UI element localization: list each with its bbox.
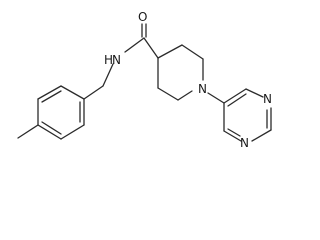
bond-bz-2 — [60, 124, 85, 140]
bond-bz-5 — [37, 85, 62, 100]
atom-amide-nitrogen: N — [112, 53, 121, 67]
bond-pip-4 — [177, 90, 193, 101]
bond-pyz-5 — [223, 130, 242, 142]
atom-pyrazine-nitrogen-top: N — [263, 92, 272, 106]
bond-pyz-1b — [227, 93, 247, 107]
bond-bz-5b — [41, 90, 62, 103]
bond-pip-1 — [157, 44, 183, 59]
bond-pyz-4 — [251, 129, 272, 142]
bond-n-pyrazine — [207, 92, 225, 104]
bond-c-c4 — [143, 37, 159, 59]
bond-c-n-amide — [124, 37, 145, 53]
atom-oxygen: O — [138, 10, 147, 24]
atom-amide-hydrogen: H — [104, 53, 113, 67]
structure-diagram: O N H N N N — [17, 10, 272, 150]
bond-bz-3 — [37, 124, 62, 140]
molecule-svg: O N H N N N — [17, 10, 272, 150]
bond-ch2-benzene — [83, 85, 104, 100]
atom-piperidine-nitrogen: N — [198, 82, 207, 96]
bond-pyz-5b — [227, 128, 241, 137]
atom-pyrazine-nitrogen-bottom: N — [240, 136, 249, 150]
bond-n-ch2 — [102, 63, 114, 87]
bond-pip-5 — [157, 87, 179, 101]
bond-bz-6 — [60, 85, 85, 100]
bond-pyz-2 — [245, 88, 264, 98]
bond-pyz-1 — [223, 88, 247, 104]
bond-bz-3b — [41, 121, 62, 135]
bond-pip-2 — [181, 44, 204, 60]
bond-methyl — [17, 124, 39, 139]
